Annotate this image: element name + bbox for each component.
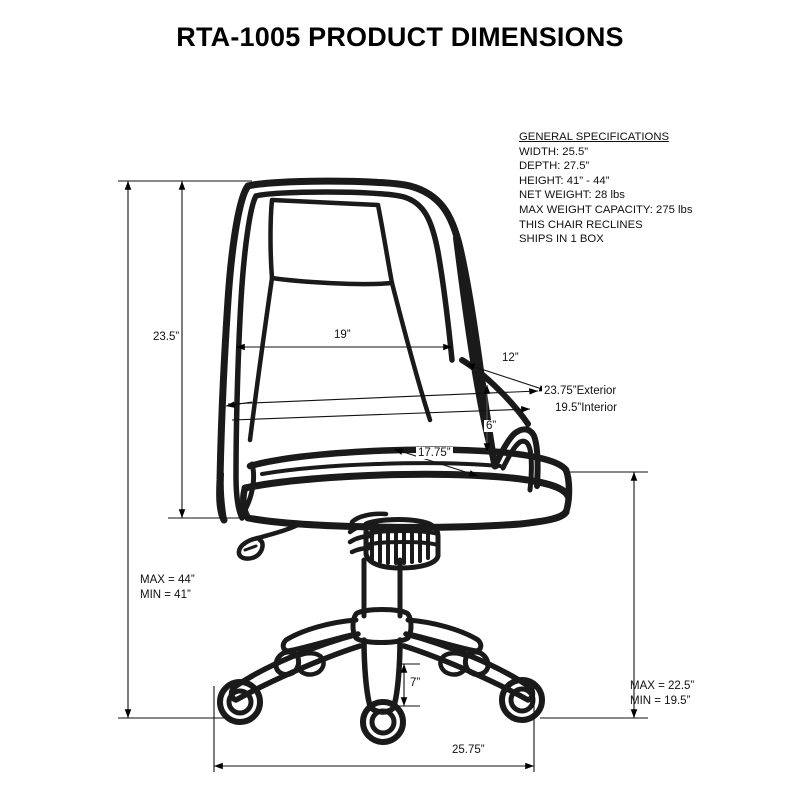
spec-line-width: WIDTH: 25.5” <box>519 145 589 158</box>
back-seam-right <box>389 280 433 423</box>
lever-detail <box>243 544 258 552</box>
dim-label-seat-height: MAX = 22.5” MIN = 19.5” <box>630 679 694 708</box>
back-seam-left <box>247 275 275 443</box>
bellows-ring-mid <box>364 540 440 547</box>
spec-line-net-weight: NET WEIGHT: 28 lbs <box>519 189 625 202</box>
spec-line-height: HEIGHT: 41” - 44” <box>519 174 610 187</box>
gas-cylinder-shaft <box>361 557 403 619</box>
dimline-seat-depth <box>393 448 479 477</box>
caster-rear-left <box>273 649 326 677</box>
seat-assembly <box>240 446 573 531</box>
caster-front <box>360 699 406 745</box>
specs-heading: GENERAL SPECIFICATIONS <box>519 131 670 143</box>
lever-arm <box>255 521 303 541</box>
seat-back-junction <box>243 461 257 511</box>
caster-left <box>217 679 263 725</box>
dim-label-interior-width: 19.5”Interior <box>553 402 620 414</box>
cylinder-collar <box>349 511 389 525</box>
spec-line-reclines: THIS CHAIR RECLINES <box>519 218 643 231</box>
dim-label-back-height: 23.5” <box>151 331 182 343</box>
base-hub <box>350 607 414 645</box>
chair-body-outline <box>216 177 541 524</box>
spec-line-depth: DEPTH: 27.5” <box>519 160 590 173</box>
dim-label-exterior-width: 23.75”Exterior <box>542 385 619 397</box>
caster-rear-right <box>438 649 491 677</box>
arm-upright-left <box>217 471 227 523</box>
dimline-interior-width <box>231 406 531 421</box>
dim-label-arm-height: 6” <box>484 420 499 432</box>
lever-knob <box>236 535 265 561</box>
dimension-lines <box>118 180 648 772</box>
seat-left-side <box>240 484 252 522</box>
seat-height-max: MAX = 22.5” <box>630 680 695 692</box>
cylinder-collar-2 <box>347 521 379 535</box>
tilt-mechanism-housing <box>363 517 441 571</box>
general-specifications-block: GENERAL SPECIFICATIONS WIDTH: 25.5” DEPT… <box>519 130 729 247</box>
dim-label-armrest-top: 12” <box>500 352 521 364</box>
seat-top-surface <box>246 446 570 474</box>
overall-height-max: MAX = 44” <box>140 574 195 586</box>
seat-side-right <box>562 466 573 516</box>
dim-label-seat-depth: 17.75” <box>416 447 453 459</box>
back-shell-top-rail <box>244 177 499 470</box>
headrest-panel <box>268 197 395 287</box>
seat-bottom <box>244 508 570 531</box>
seat-front-edge <box>241 470 572 500</box>
spec-line-ships: SHIPS IN 1 BOX <box>519 233 604 246</box>
gas-lift-mechanism <box>347 511 441 619</box>
dimline-exterior-width <box>227 388 539 405</box>
dimline-armrest-top <box>465 363 549 392</box>
five-star-base <box>217 607 545 745</box>
spec-line-max-weight: MAX WEIGHT CAPACITY: 275 lbs <box>519 203 693 216</box>
dim-label-base-width: 25.75” <box>450 744 487 756</box>
caster-right <box>499 677 545 723</box>
back-cushion-outline <box>253 189 455 363</box>
page-title: RTA-1005 PRODUCT DIMENSIONS <box>176 22 624 52</box>
cylinder-collar-3 <box>347 533 375 545</box>
dim-label-overall-height: MAX = 44” MIN = 41” <box>140 573 195 602</box>
bellows-ring-top <box>364 529 440 536</box>
dim-label-caster-height: 7” <box>408 677 423 689</box>
dimline-width-left-tip <box>225 401 253 408</box>
back-cushion-left <box>233 193 259 521</box>
cylinder-collar-4 <box>349 545 373 555</box>
dim-label-back-width: 19” <box>332 329 353 341</box>
overall-height-min: MIN = 41” <box>140 588 191 601</box>
seat-height-min: MIN = 19.5” <box>630 694 691 707</box>
recline-lever <box>236 521 303 561</box>
